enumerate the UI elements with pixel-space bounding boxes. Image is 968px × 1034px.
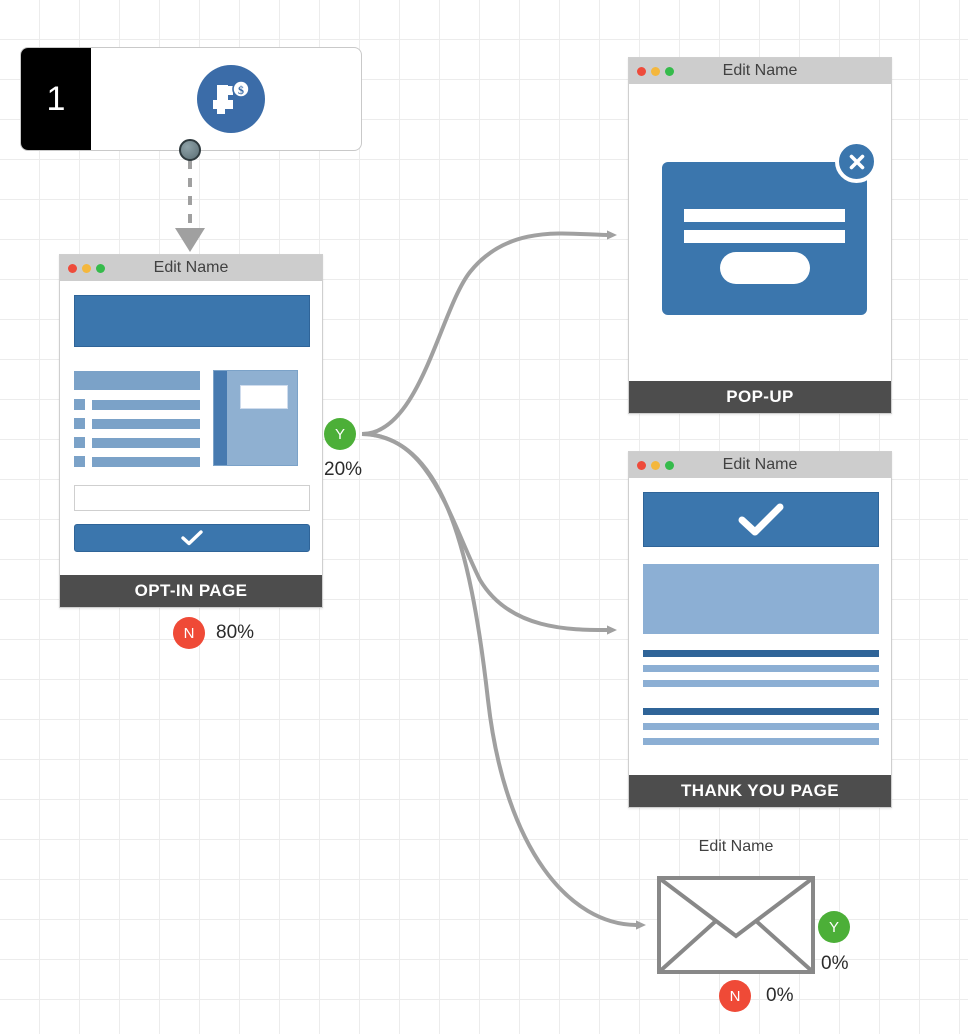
edge-ad-to-optin bbox=[175, 160, 205, 252]
window-dots bbox=[637, 460, 674, 470]
window-dots bbox=[68, 263, 105, 273]
optin-no-badge[interactable]: N bbox=[173, 617, 205, 649]
lead-magnet-book-icon bbox=[213, 370, 298, 466]
thankyou-text-block-2 bbox=[643, 708, 879, 753]
optin-bullet-row bbox=[74, 418, 200, 429]
close-dot-icon bbox=[637, 66, 646, 76]
bullet-icon bbox=[74, 399, 85, 410]
thankyou-titlebar[interactable]: Edit Name bbox=[629, 452, 891, 478]
ad-step-number: 1 bbox=[21, 48, 91, 150]
bullet-text-line bbox=[92, 399, 200, 410]
popup-modal-box bbox=[662, 162, 867, 315]
email-title-text[interactable]: Edit Name bbox=[698, 838, 774, 855]
optin-no-percent: 80% bbox=[216, 622, 255, 643]
ad-icon-wrap: $ bbox=[91, 48, 361, 150]
thankyou-text-block-1 bbox=[643, 650, 879, 695]
email-yes-badge[interactable]: Y bbox=[818, 911, 850, 943]
minimize-dot-icon bbox=[651, 66, 660, 76]
thankyou-body bbox=[629, 478, 891, 775]
node-thank-you-page[interactable]: Edit Name THANK YOU PAGE bbox=[628, 451, 892, 808]
popup-body bbox=[629, 84, 891, 381]
book-cover-label bbox=[240, 385, 288, 409]
optin-yes-percent: 20% bbox=[324, 459, 363, 480]
text-line-heading bbox=[643, 708, 879, 715]
text-line bbox=[643, 665, 879, 672]
text-line bbox=[643, 680, 879, 687]
optin-hero-banner bbox=[74, 295, 310, 347]
text-line-heading bbox=[643, 650, 879, 657]
optin-bullet-row bbox=[74, 456, 200, 467]
maximize-dot-icon bbox=[665, 460, 674, 470]
popup-titlebar[interactable]: Edit Name bbox=[629, 58, 891, 84]
close-dot-icon bbox=[637, 460, 646, 470]
window-dots bbox=[637, 66, 674, 76]
bullet-icon bbox=[74, 437, 85, 448]
maximize-dot-icon bbox=[96, 263, 105, 273]
bullet-text-line bbox=[92, 418, 200, 429]
minimize-dot-icon bbox=[82, 263, 91, 273]
book-spine bbox=[214, 371, 227, 465]
bullet-icon bbox=[74, 418, 85, 429]
popup-footer-label: POP-UP bbox=[629, 381, 891, 413]
edge-optin-to-popup bbox=[361, 230, 617, 436]
minimize-dot-icon bbox=[651, 460, 660, 470]
node-email[interactable] bbox=[657, 876, 815, 974]
optin-titlebar[interactable]: Edit Name bbox=[60, 255, 322, 281]
facebook-ads-icon: $ bbox=[197, 65, 265, 133]
thankyou-media-block bbox=[643, 564, 879, 634]
email-no-percent: 0% bbox=[766, 985, 794, 1006]
check-icon bbox=[738, 503, 784, 535]
popup-field-2 bbox=[684, 230, 845, 243]
email-yes-percent: 0% bbox=[821, 953, 849, 974]
optin-footer-label: OPT-IN PAGE bbox=[60, 575, 322, 607]
check-icon bbox=[181, 530, 203, 546]
text-line bbox=[643, 723, 879, 730]
ad-output-handle[interactable] bbox=[179, 139, 201, 161]
optin-body bbox=[60, 281, 322, 575]
optin-submit-button[interactable] bbox=[74, 524, 310, 552]
bullet-text-line bbox=[92, 456, 200, 467]
optin-bullet-row bbox=[74, 399, 200, 410]
popup-submit-button bbox=[720, 252, 810, 284]
email-no-badge[interactable]: N bbox=[719, 980, 751, 1012]
node-facebook-ad[interactable]: 1 $ bbox=[20, 47, 362, 151]
optin-email-input[interactable] bbox=[74, 485, 310, 511]
svg-text:$: $ bbox=[238, 83, 244, 97]
node-optin-page[interactable]: Edit Name bbox=[59, 254, 323, 608]
optin-yes-badge[interactable]: Y bbox=[324, 418, 356, 450]
close-dot-icon bbox=[68, 263, 77, 273]
thankyou-confirmation-banner bbox=[643, 492, 879, 547]
maximize-dot-icon bbox=[665, 66, 674, 76]
close-icon[interactable] bbox=[835, 140, 878, 183]
bullet-icon bbox=[74, 456, 85, 467]
popup-field-1 bbox=[684, 209, 845, 222]
text-line bbox=[643, 738, 879, 745]
optin-subhead bbox=[74, 371, 200, 390]
edge-optin-to-thankyou bbox=[361, 432, 617, 635]
edge-optin-to-email bbox=[361, 432, 646, 930]
thankyou-footer-label: THANK YOU PAGE bbox=[629, 775, 891, 807]
optin-bullet-row bbox=[74, 437, 200, 448]
bullet-text-line bbox=[92, 437, 200, 448]
envelope-icon bbox=[657, 876, 815, 974]
optin-bullet-list bbox=[74, 371, 200, 475]
node-popup[interactable]: Edit Name POP-UP bbox=[628, 57, 892, 414]
